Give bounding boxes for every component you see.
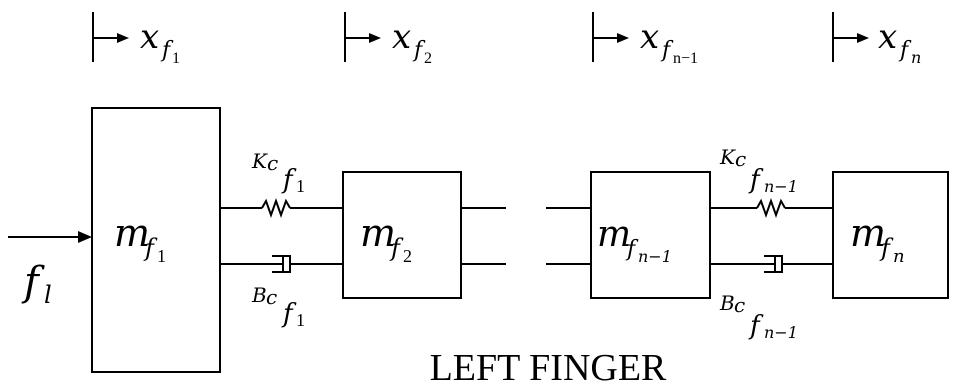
svg-text:2: 2 (424, 50, 432, 67)
svg-text:B: B (719, 291, 735, 315)
disp-var-n-1: x (640, 17, 659, 57)
spring-n-1: K c f n−1 (710, 145, 833, 218)
mass-label-2: m (360, 211, 396, 255)
disp-var-1: x (140, 17, 159, 57)
svg-text:f: f (625, 237, 639, 262)
force-label: f (21, 259, 45, 305)
mass-block-n: m f n (832, 171, 949, 299)
svg-text:c: c (735, 147, 746, 171)
displacement-marker-n-1: x f n−1 (592, 12, 698, 67)
svg-text:1: 1 (296, 176, 305, 196)
svg-text:m: m (114, 211, 150, 255)
svg-text:f: f (281, 165, 297, 195)
svg-text:c: c (266, 285, 277, 309)
disp-var-n: x (878, 17, 897, 57)
svg-text:f: f (143, 234, 158, 262)
svg-text:n−1: n−1 (764, 177, 798, 196)
svg-text:2: 2 (403, 246, 412, 266)
svg-text:m: m (850, 211, 886, 255)
disp-var-2: x (392, 17, 411, 57)
damper-label-1: B (251, 283, 267, 307)
displacement-marker-2: x f 2 (344, 12, 432, 67)
svg-text:m: m (360, 211, 396, 255)
spring-label-1: K (251, 149, 268, 173)
svg-text:f: f (748, 165, 764, 195)
svg-text:n−1: n−1 (673, 50, 698, 67)
svg-text:x: x (392, 17, 411, 57)
svg-text:f: f (21, 259, 45, 305)
displacement-marker-n: x f n (832, 12, 921, 67)
mass-block-2: m f 2 (342, 171, 462, 299)
spring-label-n-1: K (719, 145, 736, 169)
spring-1: K c f 1 (220, 149, 343, 218)
diagram-caption: LEFT FINGER (430, 347, 667, 388)
displacement-marker-1: x f 1 (92, 12, 180, 67)
svg-text:x: x (640, 17, 659, 57)
mass-block-n-1: m f n−1 (590, 171, 711, 299)
svg-text:B: B (251, 283, 267, 307)
mass-label-n: m (850, 211, 886, 255)
svg-text:f: f (281, 299, 297, 329)
svg-text:c: c (734, 293, 745, 317)
svg-text:1: 1 (296, 310, 305, 330)
svg-text:K: K (251, 149, 268, 173)
force-input: f l (8, 231, 92, 309)
svg-text:x: x (878, 17, 897, 57)
damper-label-n-1: B (719, 291, 735, 315)
mass-block-1: m f 1 (91, 107, 221, 373)
svg-text:f: f (879, 234, 894, 262)
mass-label-1: m (114, 211, 150, 255)
svg-text:1: 1 (172, 50, 180, 67)
svg-text:m: m (597, 214, 631, 255)
svg-text:n: n (911, 48, 921, 67)
svg-text:f: f (660, 38, 674, 63)
chain-break (461, 207, 591, 265)
svg-text:x: x (140, 17, 159, 57)
mass-label-n-1: m (597, 214, 631, 255)
damper-n-1: B c f n−1 (710, 255, 833, 342)
svg-text:n−1: n−1 (638, 247, 672, 266)
svg-text:n−1: n−1 (764, 323, 798, 342)
svg-text:1: 1 (157, 246, 166, 266)
svg-text:f: f (389, 234, 404, 262)
svg-text:c: c (267, 151, 278, 175)
svg-text:K: K (719, 145, 736, 169)
svg-text:n: n (893, 246, 905, 267)
svg-text:f: f (898, 38, 912, 63)
svg-text:l: l (44, 281, 52, 309)
damper-1: B c f 1 (220, 255, 343, 330)
svg-text:f: f (748, 311, 764, 341)
